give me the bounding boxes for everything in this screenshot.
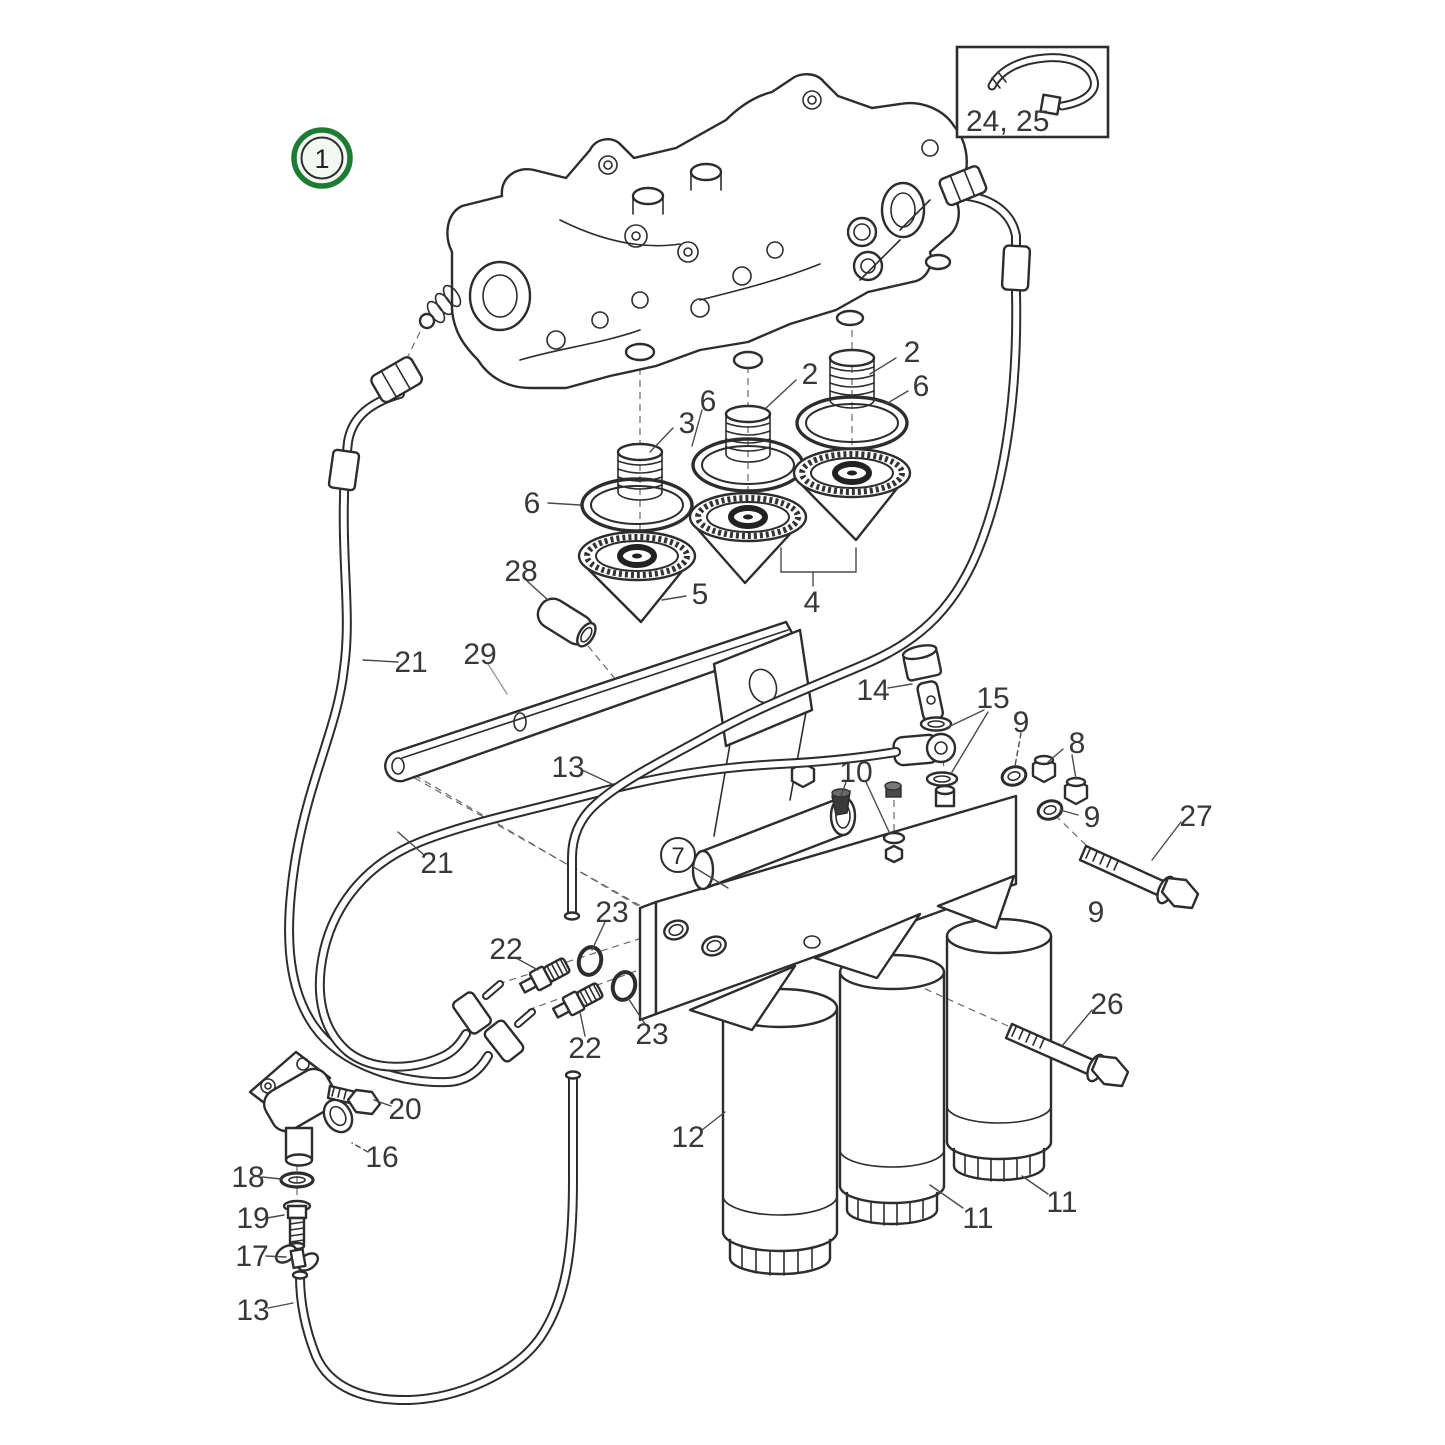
circled-ref-7-number: 7 bbox=[671, 843, 684, 870]
washer-18 bbox=[279, 1171, 315, 1189]
fuel-filters bbox=[721, 917, 1053, 1276]
plug-10a bbox=[831, 788, 851, 816]
banjo-bolt-shaft bbox=[916, 680, 945, 722]
part-label-28: 28 bbox=[504, 555, 537, 588]
elbow-body bbox=[262, 1067, 338, 1133]
part-label-14: 14 bbox=[856, 674, 889, 707]
part-label-8: 8 bbox=[1069, 727, 1086, 760]
part-label-6-right: 6 bbox=[913, 370, 930, 403]
washer-9b bbox=[1036, 799, 1064, 821]
part-label-22-upper: 22 bbox=[489, 933, 522, 966]
part-label-9-bottom: 9 bbox=[1088, 896, 1105, 929]
plug-8b bbox=[1063, 776, 1089, 806]
hose-nut-13 bbox=[938, 165, 988, 207]
leader-lines bbox=[261, 357, 1182, 1309]
part-label-12: 12 bbox=[671, 1121, 704, 1154]
bolt-26 bbox=[1004, 1022, 1130, 1088]
part-label-6-mid: 6 bbox=[700, 385, 717, 418]
part-label-2-right: 2 bbox=[904, 336, 921, 369]
part-label-4: 4 bbox=[804, 586, 821, 619]
cone-valve-right bbox=[792, 447, 912, 542]
hose-nut-21 bbox=[370, 356, 424, 404]
part-label-22-lower: 22 bbox=[568, 1032, 601, 1065]
banjo-assembly bbox=[892, 644, 959, 808]
part-label-27: 27 bbox=[1179, 800, 1212, 833]
part-label-16: 16 bbox=[365, 1141, 398, 1174]
sealing-washer-15a bbox=[919, 716, 953, 732]
adjuster-screw bbox=[418, 284, 462, 330]
part-label-9-mid: 9 bbox=[1084, 801, 1101, 834]
circled-ref-7: 7 bbox=[660, 837, 696, 873]
part-label-5: 5 bbox=[692, 578, 709, 611]
part-label-11-mid: 11 bbox=[962, 1202, 993, 1235]
elbow-16-assembly bbox=[248, 1050, 382, 1272]
cone-valve-mid bbox=[688, 491, 808, 585]
hose-ferrule bbox=[1000, 244, 1032, 292]
part-label-10: 10 bbox=[839, 756, 872, 789]
filter-12 bbox=[721, 987, 839, 1276]
hose-13-upper bbox=[563, 165, 1032, 921]
o-ring-23-upper bbox=[576, 945, 604, 977]
hose-ferrule bbox=[327, 448, 361, 492]
washer-9a bbox=[1000, 765, 1028, 787]
part-label-11-right: 11 bbox=[1046, 1186, 1077, 1219]
cone-valves bbox=[577, 447, 912, 624]
plugs-and-washers bbox=[831, 754, 1089, 864]
part-label-13-lower: 13 bbox=[236, 1294, 269, 1327]
part-label-17: 17 bbox=[235, 1240, 268, 1273]
part-label-23-lower: 23 bbox=[635, 1018, 668, 1051]
fitting-22-lower bbox=[551, 982, 604, 1019]
part-label-21-upper: 21 bbox=[394, 646, 427, 679]
spring-3 bbox=[616, 442, 664, 501]
part-label-9-top: 9 bbox=[1013, 706, 1030, 739]
part-label-21-lower: 21 bbox=[420, 847, 453, 880]
hose-21-outer bbox=[284, 356, 536, 1088]
cable-tie-inset bbox=[955, 45, 1110, 139]
part-label-2-mid: 2 bbox=[802, 358, 819, 391]
inset-label: 24, 25 bbox=[966, 105, 1049, 138]
sealing-washer-15b bbox=[925, 771, 959, 787]
plug-8a bbox=[1031, 754, 1057, 784]
filter-11-mid bbox=[838, 953, 946, 1226]
assembly-ref-number: 1 bbox=[314, 144, 329, 174]
valve-springs bbox=[616, 348, 876, 501]
plug-10b bbox=[882, 781, 906, 864]
clamp-17 bbox=[274, 1244, 320, 1272]
part-label-15: 15 bbox=[976, 682, 1009, 715]
fitting-22-upper bbox=[518, 957, 571, 994]
hose-crimp-end bbox=[452, 991, 492, 1035]
cone-valve-left-5 bbox=[577, 530, 697, 624]
part-label-19: 19 bbox=[236, 1202, 269, 1235]
cable-tie-head bbox=[1039, 93, 1062, 116]
bolt-27 bbox=[1078, 844, 1200, 910]
part-label-13-upper: 13 bbox=[551, 751, 584, 784]
pin-28 bbox=[536, 597, 597, 648]
filter-11-right bbox=[945, 917, 1053, 1182]
part-label-3: 3 bbox=[679, 407, 696, 440]
spring-2-right bbox=[828, 348, 876, 409]
hose-21-inner bbox=[314, 747, 901, 1072]
fitting-19 bbox=[282, 1199, 312, 1251]
hose-13-lower bbox=[291, 1070, 582, 1406]
bolt-20 bbox=[326, 1084, 382, 1116]
bracket-29 bbox=[384, 620, 799, 783]
hose-crimp-end bbox=[483, 1019, 525, 1063]
part-label-23-upper: 23 bbox=[595, 896, 628, 929]
assembly-ref-badge: 1 bbox=[291, 127, 353, 189]
part-label-20: 20 bbox=[388, 1093, 421, 1126]
filter-housing-7 bbox=[638, 628, 1018, 1032]
part-label-18: 18 bbox=[231, 1161, 264, 1194]
o-ring-23-lower bbox=[610, 970, 638, 1002]
part-label-29: 29 bbox=[463, 638, 496, 671]
part-label-6-left: 6 bbox=[524, 487, 541, 520]
filter-head-assembly bbox=[418, 73, 968, 390]
part-label-26: 26 bbox=[1090, 988, 1123, 1021]
